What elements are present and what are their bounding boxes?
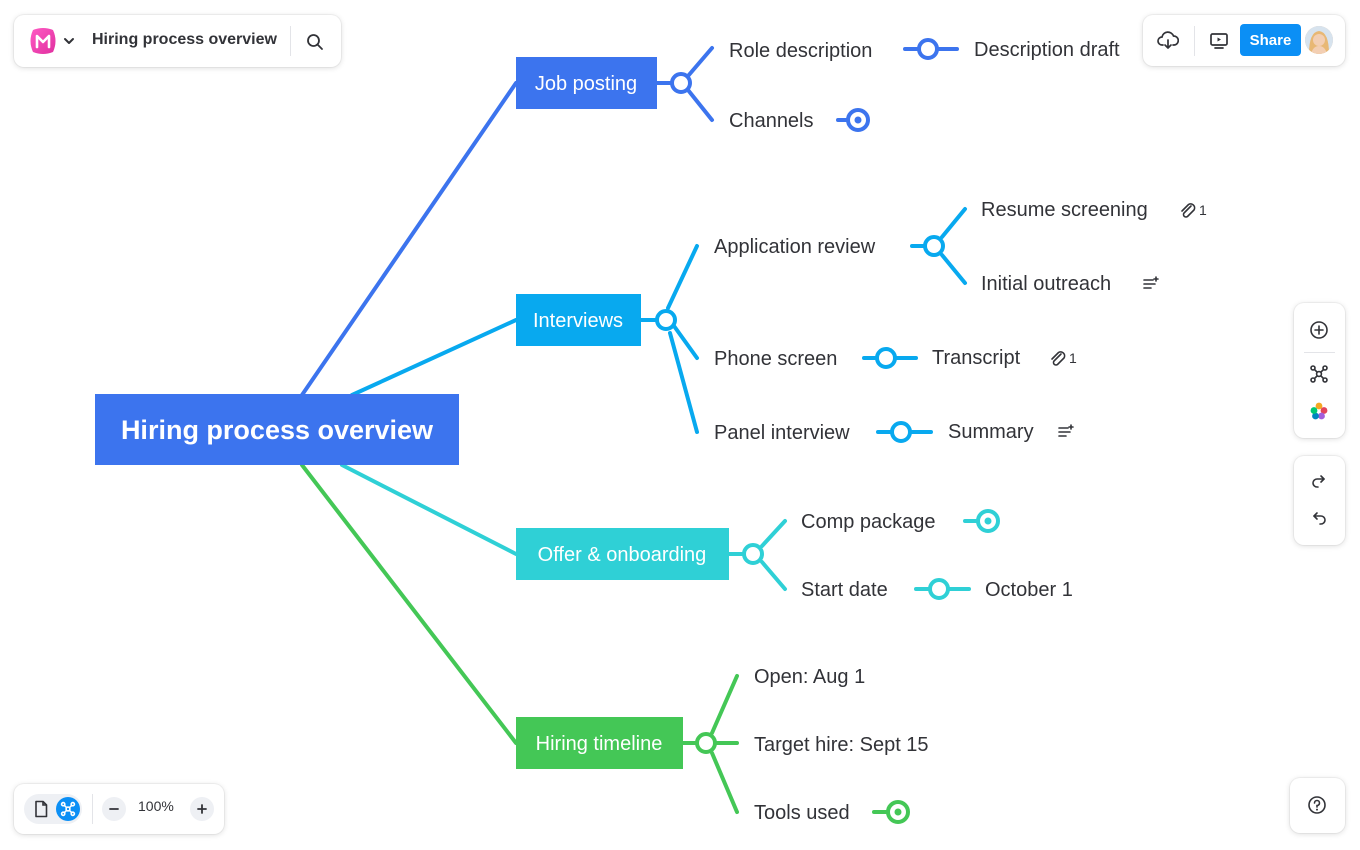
connector (300, 463, 518, 745)
mind-map-layout-icon[interactable] (1307, 362, 1331, 386)
collapse-toggle[interactable] (890, 421, 912, 443)
divider (1194, 26, 1195, 56)
paperclip-icon[interactable] (1051, 351, 1066, 366)
branch-node-offer-onboarding[interactable]: Offer & onboarding (516, 528, 729, 580)
redo-icon[interactable] (1307, 470, 1331, 494)
mind-map-view-icon[interactable] (56, 797, 80, 821)
collapse-toggle[interactable] (695, 732, 717, 754)
cloud-download-icon[interactable] (1156, 29, 1180, 53)
topic-summary[interactable]: Summary (948, 421, 1034, 443)
notes-icon[interactable] (1058, 424, 1074, 437)
connector (300, 81, 518, 397)
topic-comp-package[interactable]: Comp package (801, 511, 936, 533)
branch-label: Offer & onboarding (538, 544, 707, 566)
collapse-toggle[interactable] (655, 309, 677, 331)
branch-label: Job posting (535, 73, 637, 95)
help-icon[interactable] (1305, 793, 1329, 817)
zoom-out-icon[interactable] (102, 797, 126, 821)
collapse-toggle[interactable] (923, 235, 945, 257)
board-title[interactable]: Hiring process overview (92, 31, 277, 48)
topic-october-1[interactable]: October 1 (985, 579, 1073, 601)
topic-start-date[interactable]: Start date (801, 579, 888, 601)
topic-tools-used[interactable]: Tools used (754, 802, 850, 824)
presentation-icon[interactable] (1207, 29, 1231, 53)
document-view-icon[interactable] (29, 797, 53, 821)
share-button[interactable]: Share (1240, 24, 1301, 56)
root-node[interactable]: Hiring process overview (95, 394, 459, 465)
collapse-toggle[interactable] (917, 38, 939, 60)
zoom-level: 100% (138, 798, 174, 814)
branch-node-hiring-timeline[interactable]: Hiring timeline (516, 717, 683, 769)
branch-node-interviews[interactable]: Interviews (516, 294, 641, 346)
branch-node-job-posting[interactable]: Job posting (516, 57, 657, 109)
root-node-label: Hiring process overview (121, 415, 434, 445)
divider (290, 26, 291, 56)
color-palette-icon[interactable] (1307, 399, 1331, 423)
attachment-count: 1 (1199, 202, 1207, 218)
connector (350, 318, 518, 397)
topic-role-description[interactable]: Role description (729, 40, 872, 62)
collapse-toggle[interactable] (875, 347, 897, 369)
branch-label: Interviews (533, 310, 623, 332)
undo-icon[interactable] (1307, 507, 1331, 531)
paperclip-icon[interactable] (1181, 203, 1196, 218)
topic-panel-interview[interactable]: Panel interview (714, 422, 850, 444)
topic-application-review[interactable]: Application review (714, 236, 876, 258)
connector (340, 463, 518, 556)
branch-label: Hiring timeline (536, 733, 663, 755)
divider (1304, 352, 1335, 353)
divider (92, 794, 93, 824)
topic-phone-screen[interactable]: Phone screen (714, 348, 837, 370)
add-circle-icon[interactable] (1307, 318, 1331, 342)
search-icon[interactable] (303, 30, 327, 54)
topic-open-date[interactable]: Open: Aug 1 (754, 666, 865, 688)
collapse-toggle[interactable] (928, 578, 950, 600)
topic-target-hire[interactable]: Target hire: Sept 15 (754, 734, 929, 756)
topic-description-draft[interactable]: Description draft (974, 39, 1120, 61)
topic-initial-outreach[interactable]: Initial outreach (981, 273, 1111, 295)
title-bar (14, 15, 341, 67)
attachment-count: 1 (1069, 350, 1077, 366)
collapse-toggle[interactable] (670, 72, 692, 94)
topic-transcript[interactable]: Transcript (932, 347, 1021, 369)
history-panel (1294, 456, 1345, 545)
topic-channels[interactable]: Channels (729, 110, 814, 132)
notes-icon[interactable] (1143, 276, 1159, 289)
app-logo-icon[interactable] (28, 27, 58, 55)
topic-resume-screening[interactable]: Resume screening (981, 199, 1148, 221)
collapse-toggle[interactable] (742, 543, 764, 565)
avatar[interactable] (1305, 26, 1333, 54)
zoom-in-icon[interactable] (190, 797, 214, 821)
chevron-down-icon[interactable] (62, 34, 76, 48)
